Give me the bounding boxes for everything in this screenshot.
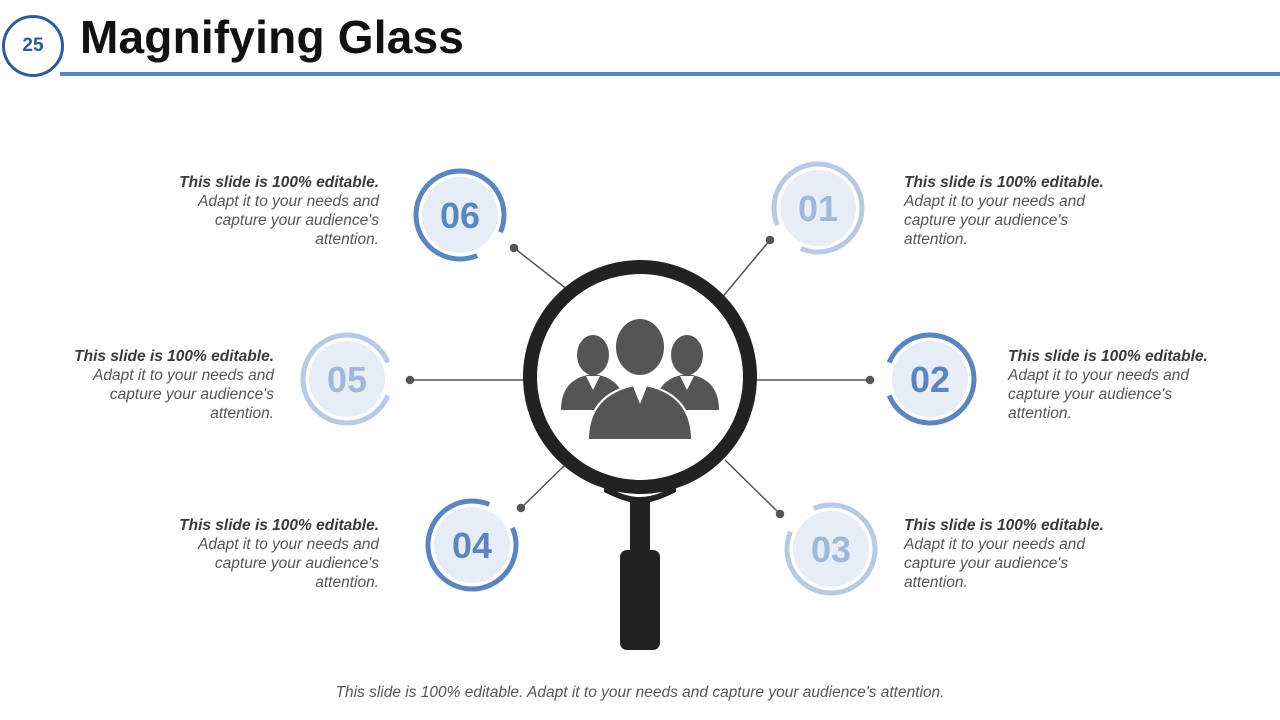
title-underline	[60, 72, 1280, 76]
step-05-badge: 05	[300, 332, 391, 426]
slide-number-badge: 25	[2, 15, 64, 77]
connector-line-04	[520, 464, 566, 509]
step-06-fill	[422, 177, 498, 253]
step-05-heading: This slide is 100% editable.	[74, 348, 274, 365]
step-05-fill	[309, 341, 385, 417]
step-03-fill	[793, 511, 869, 587]
connector-dot-04	[516, 503, 526, 513]
step-05-body: Adapt it to your needs and capture your …	[93, 367, 274, 422]
glass-lens	[523, 260, 757, 494]
step-02-number: 02	[910, 359, 950, 400]
step-03-number: 03	[811, 529, 851, 570]
footer-note: This slide is 100% editable. Adapt it to…	[335, 684, 945, 701]
step-06-description: This slide is 100% editable. Adapt it to…	[164, 173, 379, 249]
step-04-ring	[425, 498, 519, 592]
connector-line-01	[719, 239, 771, 301]
step-02-badge: 02	[886, 332, 977, 426]
step-04-badge: 04	[425, 498, 519, 592]
step-04-fill	[434, 507, 510, 583]
connector-dot-06	[509, 243, 519, 253]
step-02-heading: This slide is 100% editable.	[1008, 348, 1208, 365]
step-03-description: This slide is 100% editable. Adapt it to…	[904, 516, 1119, 592]
connector-dot-01	[765, 235, 775, 245]
step-04-body: Adapt it to your needs and capture your …	[198, 536, 379, 591]
step-01-body: Adapt it to your needs and capture your …	[904, 193, 1085, 248]
step-01-description: This slide is 100% editable. Adapt it to…	[904, 173, 1119, 249]
step-06-heading: This slide is 100% editable.	[179, 174, 379, 191]
step-03-ring	[784, 502, 878, 596]
step-01-badge: 01	[771, 161, 865, 255]
step-01-fill	[780, 170, 856, 246]
connector-dot-05	[405, 375, 415, 385]
people-group-icon	[561, 319, 719, 441]
connector-line-03	[724, 459, 781, 515]
step-02-fill	[892, 341, 968, 417]
step-01-heading: This slide is 100% editable.	[904, 174, 1104, 191]
step-06-ring	[413, 168, 507, 262]
glass-handle	[620, 550, 660, 650]
connector-line-06	[513, 247, 569, 291]
step-01-number: 01	[798, 188, 838, 229]
glass-neck	[604, 484, 676, 555]
step-04-heading: This slide is 100% editable.	[179, 517, 379, 534]
connector-dot-02	[865, 375, 875, 385]
step-02-body: Adapt it to your needs and capture your …	[1008, 367, 1189, 422]
step-06-number: 06	[440, 195, 480, 236]
step-05-ring	[300, 332, 391, 426]
step-03-badge: 03	[784, 502, 878, 596]
step-02-description: This slide is 100% editable. Adapt it to…	[1008, 347, 1223, 423]
step-06-body: Adapt it to your needs and capture your …	[198, 193, 379, 248]
step-05-number: 05	[327, 359, 367, 400]
slide-number: 25	[22, 35, 44, 56]
step-04-number: 04	[452, 525, 492, 566]
step-05-description: This slide is 100% editable. Adapt it to…	[59, 347, 274, 423]
step-03-heading: This slide is 100% editable.	[904, 517, 1104, 534]
step-03-body: Adapt it to your needs and capture your …	[904, 536, 1085, 591]
connector-dot-03	[775, 509, 785, 519]
step-02-ring	[886, 332, 977, 426]
step-04-description: This slide is 100% editable. Adapt it to…	[164, 516, 379, 592]
step-01-ring	[771, 161, 865, 255]
step-06-badge: 06	[413, 168, 507, 262]
page-title: Magnifying Glass	[80, 11, 465, 63]
